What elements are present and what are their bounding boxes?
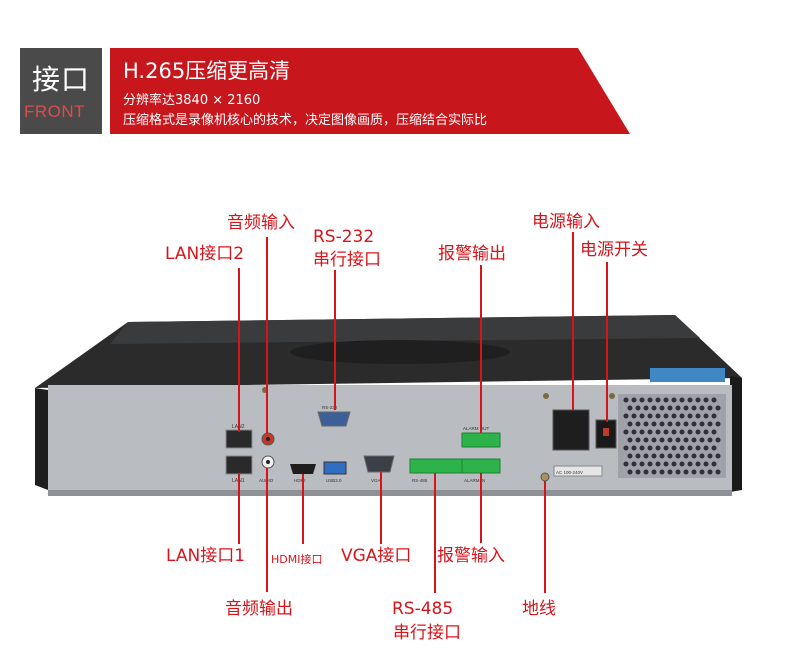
line-power-in [572, 232, 574, 410]
callout-alarm-out: 报警输出 [438, 244, 506, 264]
power-switch-rocker [603, 428, 609, 436]
fan-vent-holes [623, 397, 721, 475]
callout-vga: VGA接口 [341, 546, 412, 566]
callout-rs485-line1: RS-485 [392, 599, 454, 619]
callout-power-in: 电源输入 [532, 212, 600, 232]
line-audio-out [266, 468, 268, 592]
line-lan1 [238, 474, 240, 544]
chassis-left-side [35, 388, 48, 490]
callout-audio-in: 音频输入 [227, 213, 295, 233]
header-dark-panel [20, 48, 102, 134]
callout-rs232-line2: 串行接口 [313, 250, 381, 270]
vga-device-label: VGA [371, 478, 381, 483]
callout-hdmi: HDMI接口 [271, 553, 323, 566]
header-line-1: 分辨率达3840 × 2160 [123, 93, 261, 108]
hdmi-device-label: HDMI [294, 478, 306, 483]
header-headline: H.265压缩更高清 [123, 59, 291, 83]
usb-port [323, 461, 347, 475]
callout-lan1: LAN接口1 [166, 546, 246, 566]
line-rs232 [334, 270, 336, 410]
power-inlet [552, 409, 590, 451]
line-power-switch [606, 262, 608, 422]
ac-label-plate [553, 465, 603, 477]
alarm-in-terminal [461, 458, 501, 474]
line-alarm-out [480, 265, 482, 433]
audio-out-jack-center [266, 460, 270, 464]
callout-audio-out: 音频输出 [225, 599, 293, 619]
chassis-top-recess [290, 340, 510, 364]
line-rs485 [434, 473, 436, 593]
ac-device-label: AC 100-240V [556, 470, 583, 475]
lan2-port [225, 429, 253, 449]
line-audio-in [266, 237, 268, 433]
usb-device-label: USB3.0 [326, 478, 342, 483]
rear-panel-bottom [48, 490, 732, 496]
hdmi-port [290, 464, 316, 474]
chassis-right-side [730, 376, 742, 492]
chassis-top-highlight [110, 315, 700, 344]
line-ground [544, 481, 546, 593]
line-lan2 [238, 268, 240, 432]
line-vga [380, 472, 382, 544]
rs232-connector [317, 411, 351, 427]
lan1-port [225, 455, 253, 475]
audio-in-jack-center [266, 437, 270, 441]
callout-ground: 地线 [522, 599, 556, 619]
ground-terminal [540, 472, 550, 482]
rs485-device-label: RS-485 [412, 478, 428, 483]
rs485-terminal [409, 458, 463, 474]
callout-lan2: LAN接口2 [165, 244, 245, 264]
header-line-2: 压缩格式是录像机核心的技术，决定图像画质，压缩结合实际比 [123, 113, 488, 128]
callout-alarm-in: 报警输入 [437, 546, 505, 566]
callout-power-switch: 电源开关 [580, 240, 648, 260]
header-title: 接口 [32, 63, 91, 96]
alarm-out-device-label: ALARM OUT [463, 426, 490, 431]
callout-rs232-line1: RS-232 [313, 227, 375, 247]
alarm-out-terminal [461, 432, 501, 448]
header-red-panel [110, 48, 630, 134]
screw-power-right [609, 393, 615, 399]
callout-rs485-line2: 串行接口 [393, 623, 461, 643]
alarm-in-device-label: ALARM IN [464, 478, 485, 483]
product-sticker [650, 368, 725, 382]
screw-power-left [543, 393, 549, 399]
line-alarm-in [480, 473, 482, 543]
header-subtitle: FRONT [24, 102, 86, 121]
vga-connector [363, 455, 395, 473]
line-hdmi [302, 474, 304, 544]
rs232-device-label: RS-232 [322, 405, 338, 410]
